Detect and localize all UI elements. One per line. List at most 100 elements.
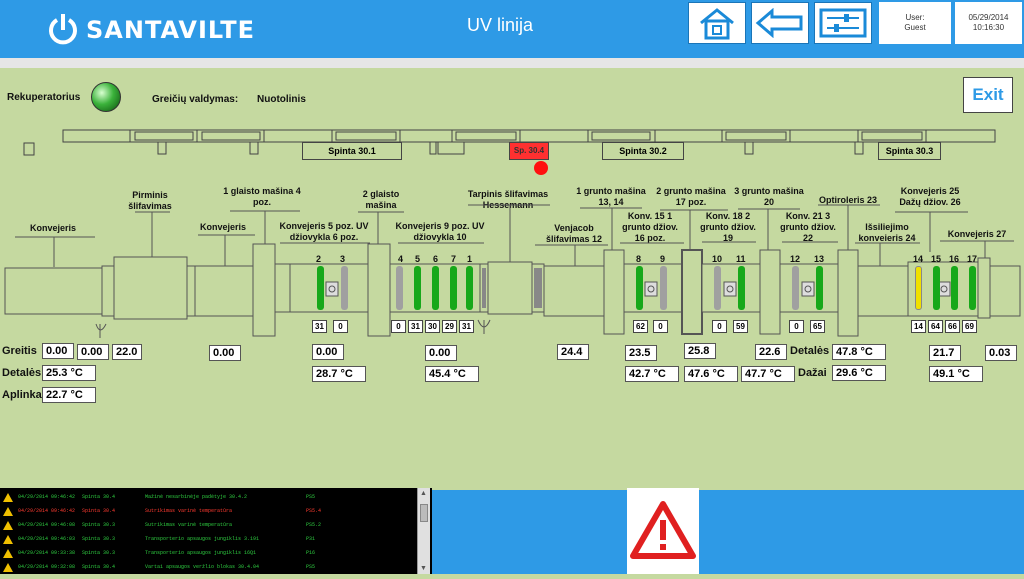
alarm-source: Spinta 30.4 bbox=[82, 564, 116, 570]
speed-konv-15: 23.5 bbox=[625, 345, 657, 361]
label-glaisto-1: 1 glaisto mašina 4 poz. bbox=[223, 186, 301, 207]
lamp-1 bbox=[466, 266, 473, 310]
lamp-14 bbox=[915, 266, 922, 310]
lamp-10 bbox=[714, 266, 721, 310]
lamp-num-6: 6 bbox=[433, 254, 439, 264]
aplinka-temp: 22.7 °C bbox=[42, 387, 96, 403]
lamp-3 bbox=[341, 266, 348, 310]
aplinka-label: Aplinka bbox=[2, 389, 42, 401]
lamp-num-4: 4 bbox=[398, 254, 404, 264]
warning-icon bbox=[630, 501, 696, 559]
exit-button[interactable]: Exit bbox=[963, 77, 1013, 113]
bottom-panel-right bbox=[699, 490, 1024, 574]
recuperator-status-lamp bbox=[91, 82, 121, 112]
lamp-6 bbox=[432, 266, 439, 310]
lamp-num-7: 7 bbox=[451, 254, 457, 264]
line-schematic[interactable] bbox=[0, 240, 1024, 350]
alarm-indicator[interactable] bbox=[627, 488, 699, 574]
lamp-12 bbox=[792, 266, 799, 310]
label-konv-15: Konv. 15 1 grunto džiov. 16 poz. bbox=[622, 211, 678, 243]
lamp-value-17: 69 bbox=[962, 320, 977, 333]
scroll-down-icon[interactable]: ▼ bbox=[420, 565, 427, 572]
lamp-2 bbox=[317, 266, 324, 310]
lamp-num-3: 3 bbox=[340, 254, 346, 264]
temp-uv-dryer-1: 28.7 °C bbox=[312, 366, 366, 382]
scroll-up-icon[interactable]: ▲ bbox=[420, 490, 427, 497]
label-konv-9: Konvejeris 9 poz. UV džiovykla 10 bbox=[395, 221, 485, 242]
datetime-display: 05/29/2014 10:16:30 bbox=[955, 2, 1022, 44]
time-text: 10:16:30 bbox=[972, 23, 1005, 32]
lamp-4 bbox=[396, 266, 403, 310]
speed-konv-27: 0.03 bbox=[985, 345, 1017, 361]
alarm-source: Spinta 30.3 bbox=[82, 522, 116, 528]
cabinet-30-1[interactable]: Spinta 30.1 bbox=[302, 142, 402, 160]
lamp-value-5: 31 bbox=[408, 320, 423, 333]
warning-icon bbox=[3, 535, 13, 544]
user-info[interactable]: User: Guest bbox=[879, 2, 951, 44]
lamp-15 bbox=[933, 266, 940, 310]
speed-konv-25: 21.7 bbox=[929, 345, 961, 361]
temp-paint-dryer: 49.1 °C bbox=[929, 366, 983, 382]
detales2-label: Detalės bbox=[790, 345, 830, 357]
speed-konvejeris-2: 0.00 bbox=[209, 345, 241, 361]
cabinet-30-3[interactable]: Spinta 30.3 bbox=[878, 142, 941, 160]
alarm-code: PS5 bbox=[306, 494, 316, 500]
date-text: 05/29/2014 bbox=[968, 13, 1009, 22]
detales2-temp: 47.8 °C bbox=[832, 344, 886, 360]
scroll-thumb[interactable] bbox=[420, 504, 428, 522]
label-konv-27: Konvejeris 27 bbox=[947, 229, 1007, 239]
temp-primer-dryer-2: 47.6 °C bbox=[684, 366, 738, 382]
speed-konv-5: 0.00 bbox=[312, 344, 344, 360]
label-konvejeris-1: Konvejeris bbox=[29, 223, 77, 233]
lamp-num-15: 15 bbox=[931, 254, 942, 264]
detales-temp: 25.3 °C bbox=[42, 365, 96, 381]
lamp-num-5: 5 bbox=[415, 254, 421, 264]
lamp-value-2: 31 bbox=[312, 320, 327, 333]
alarm-source: Spinta 30.4 bbox=[82, 508, 116, 514]
brand-name: SANTAVILTE bbox=[86, 16, 255, 44]
alarm-time: 04/29/2014 09:46:42 bbox=[18, 494, 76, 500]
label-konv-5: Konvejeris 5 poz. UV džiovykla 6 poz. bbox=[279, 221, 369, 242]
speed-konv-21: 22.6 bbox=[755, 344, 787, 360]
lamp-value-6: 30 bbox=[425, 320, 440, 333]
lamp-value-3: 0 bbox=[333, 320, 348, 333]
exit-label: Exit bbox=[972, 85, 1004, 104]
lamp-value-8: 62 bbox=[633, 320, 648, 333]
cabinet-30-2[interactable]: Spinta 30.2 bbox=[602, 142, 684, 160]
power-icon bbox=[49, 14, 77, 45]
lamp-value-7: 29 bbox=[442, 320, 457, 333]
label-grunto-3: 3 grunto mašina 20 bbox=[734, 186, 804, 207]
user-name: Guest bbox=[904, 23, 926, 32]
warning-icon bbox=[3, 521, 13, 530]
warning-icon bbox=[3, 493, 13, 502]
label-glaisto-2: 2 glaisto mašina bbox=[362, 189, 400, 210]
alarm-scrollbar[interactable]: ▲ ▼ bbox=[417, 488, 430, 574]
label-konv-25: Konvejeris 25 Dažų džiov. 26 bbox=[899, 186, 961, 207]
lamp-value-15: 64 bbox=[928, 320, 943, 333]
lamp-7 bbox=[450, 266, 457, 310]
bottom-panel-left bbox=[432, 490, 627, 574]
lamp-17 bbox=[969, 266, 976, 310]
lamp-value-10: 0 bbox=[712, 320, 727, 333]
cabinet-30-4[interactable]: Sp. 30.4 bbox=[509, 142, 549, 160]
warning-icon bbox=[3, 563, 13, 572]
lamp-num-13: 13 bbox=[814, 254, 825, 264]
settings-button[interactable] bbox=[814, 2, 872, 44]
speed-konvejeris-1b: 0.00 bbox=[77, 344, 109, 360]
lamp-num-17: 17 bbox=[967, 254, 978, 264]
warning-icon bbox=[3, 507, 13, 516]
brand-logo: SANTAVILTE bbox=[48, 14, 255, 46]
home-button[interactable] bbox=[688, 2, 746, 44]
user-label: User: bbox=[905, 13, 925, 22]
recuperator-label: Rekuperatorius bbox=[7, 92, 81, 103]
alarm-code: PS5.4 bbox=[306, 508, 322, 514]
speed-konvejeris-1: 0.00 bbox=[42, 343, 74, 359]
back-button[interactable] bbox=[751, 2, 809, 44]
